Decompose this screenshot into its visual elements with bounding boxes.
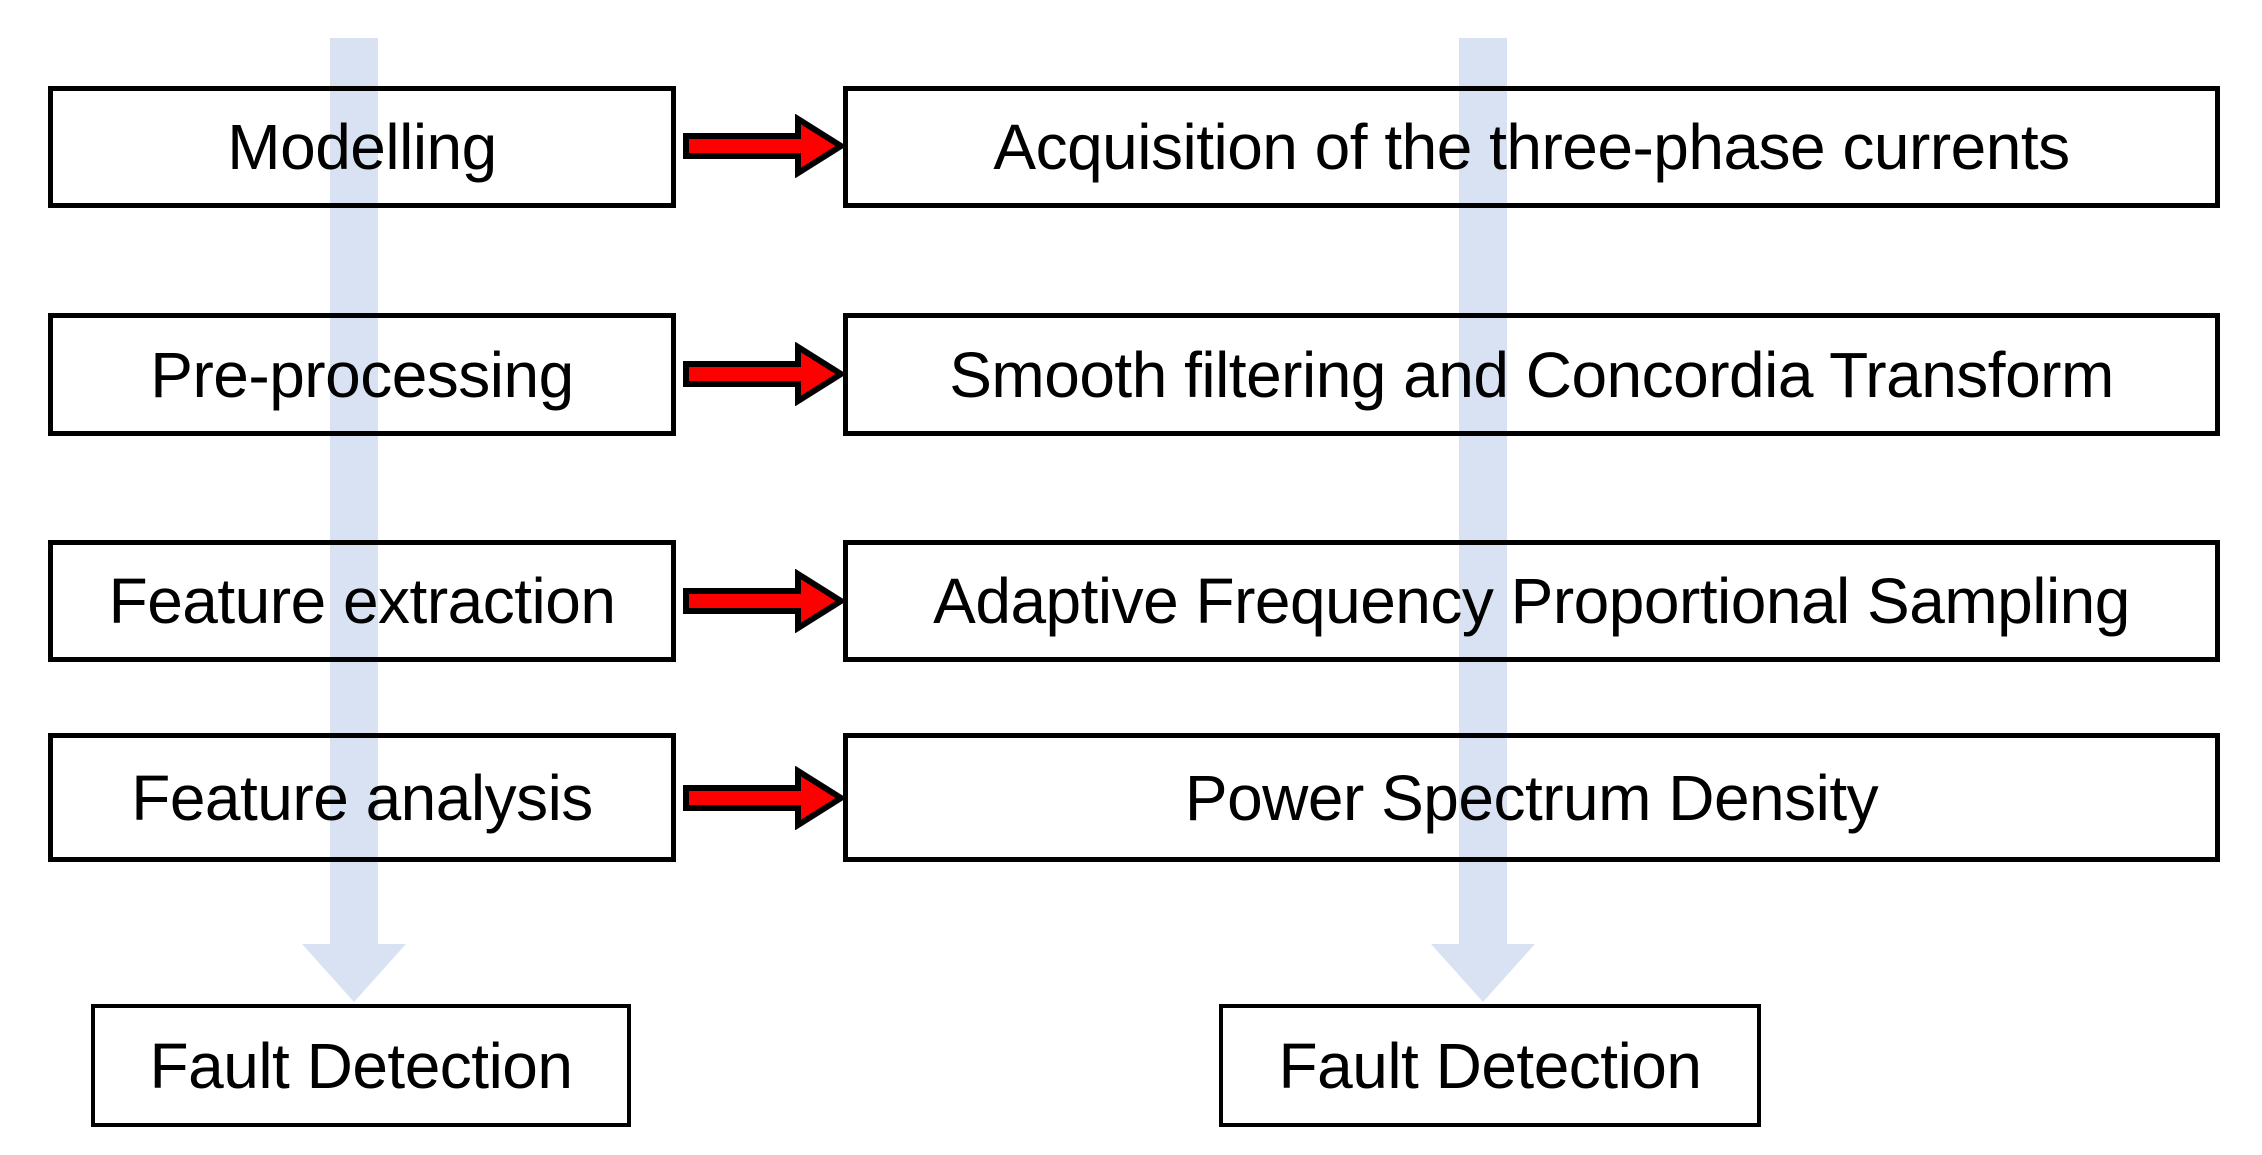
box-power-spectrum-density-label: Power Spectrum Density	[1184, 761, 1879, 834]
box-modelling: Modelling	[48, 86, 676, 208]
red-flow-arrow-icon-2	[683, 342, 846, 406]
pipeline-down-arrow-left-icon	[302, 38, 406, 1002]
box-power-spectrum-density: Power Spectrum Density	[843, 733, 2220, 862]
box-pre-processing: Pre-processing	[48, 313, 676, 436]
box-feature-extraction: Feature extraction	[48, 540, 676, 662]
box-feature-analysis-label: Feature analysis	[131, 761, 593, 834]
box-pre-processing-label: Pre-processing	[150, 338, 574, 411]
box-fault-detection-right: Fault Detection	[1219, 1004, 1761, 1127]
box-modelling-label: Modelling	[227, 111, 497, 183]
box-fault-detection-right-label: Fault Detection	[1278, 1029, 1702, 1102]
red-flow-arrow-icon-1	[683, 114, 846, 178]
box-adaptive-frequency-proportional-sampling: Adaptive Frequency Proportional Sampling	[843, 540, 2220, 662]
pipeline-down-arrow-right-icon	[1431, 38, 1535, 1002]
box-fault-detection-left: Fault Detection	[91, 1004, 631, 1127]
box-smooth-filtering-label: Smooth filtering and Concordia Transform	[949, 338, 2114, 411]
box-fault-detection-left-label: Fault Detection	[149, 1029, 573, 1102]
box-acquisition-three-phase-currents: Acquisition of the three-phase currents	[843, 86, 2220, 208]
red-flow-arrow-icon-4	[683, 766, 846, 830]
box-afps-label: Adaptive Frequency Proportional Sampling	[933, 565, 2130, 637]
box-smooth-filtering-concordia: Smooth filtering and Concordia Transform	[843, 313, 2220, 436]
box-feature-extraction-label: Feature extraction	[108, 565, 616, 637]
box-acquisition-label: Acquisition of the three-phase currents	[993, 111, 2070, 183]
box-feature-analysis: Feature analysis	[48, 733, 676, 862]
red-flow-arrow-icon-3	[683, 569, 846, 633]
